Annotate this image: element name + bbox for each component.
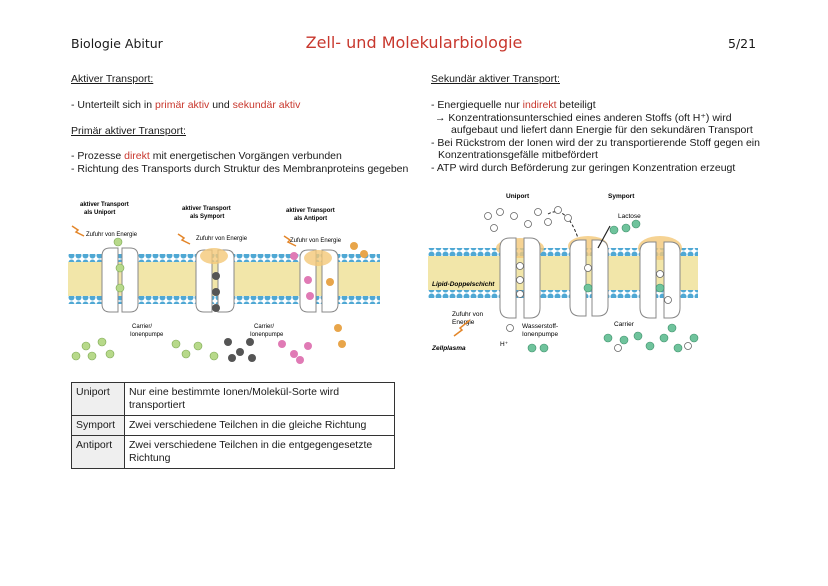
label-pump-b: Ionenpumpe: [522, 331, 559, 338]
label-cytoplasm: Zellplasma: [431, 345, 466, 352]
header-subject: Biologie Abitur: [71, 36, 163, 51]
membrane-top-heads: [428, 248, 698, 256]
label-carrier-2a: Carrier/: [254, 324, 274, 330]
label-symport-1: aktiver Transport: [182, 206, 231, 212]
table-row: Antiport Zwei verschiedene Teilchen in d…: [71, 435, 395, 469]
label-carrier-2b: Ionenpumpe: [250, 332, 284, 338]
energy-arrow-icon: [283, 235, 297, 247]
label-carrier: Carrier: [614, 321, 635, 328]
table-row: Uniport Nur eine bestimmte Ionen/Molekül…: [71, 382, 395, 416]
table-row: Symport Zwei verschiedene Teilchen in di…: [71, 415, 395, 436]
table-value: Zwei verschiedene Teilchen in die gleich…: [124, 415, 395, 436]
right-line-4: - ATP wird durch Beförderung zur geringe…: [431, 162, 736, 174]
highlight: primär aktiv: [155, 99, 210, 111]
symport-arrow-icon: [597, 225, 611, 249]
right-line-3b: Konzentrationsgefälle mitbefördert: [438, 149, 598, 161]
text: mit energetischen Vorgängen verbunden: [149, 150, 342, 162]
carrier-protein-1: [101, 247, 139, 313]
uniport-molecules: [71, 237, 125, 361]
table-key: Uniport: [71, 382, 125, 416]
highlight: direkt: [124, 150, 150, 162]
heading-active-transport: Aktiver Transport:: [71, 73, 154, 85]
label-lactose: Lactose: [618, 213, 641, 220]
right-line-1: - Energiequelle nur indirekt beteiligt: [431, 99, 596, 112]
label-uniport-2: als Uniport: [84, 210, 115, 216]
left-line-3: - Richtung des Transports durch Struktur…: [71, 163, 409, 175]
label-energy-a: Zufuhr von: [452, 311, 483, 318]
highlight: sekundär aktiv: [232, 99, 301, 111]
label-lipid-bilayer: Lipid-Doppelschicht: [432, 281, 495, 288]
hplus-ions: [484, 206, 692, 352]
symport-molecules-a: [171, 339, 219, 361]
heading-primary-active: Primär aktiver Transport:: [71, 125, 186, 137]
left-line-2: - Prozesse direkt mit energetischen Vorg…: [71, 150, 342, 163]
dashed-arrow-icon: [547, 211, 579, 239]
energy-arrow-icon: [453, 319, 471, 337]
page-number: 5/21: [728, 36, 757, 51]
right-line-2: → Konzentrationsunterschied eines andere…: [435, 112, 732, 124]
label-energy-2: Zufuhr von Energie: [196, 236, 248, 242]
antiport-molecules-a: [278, 252, 314, 364]
antiport-molecules-b: [326, 242, 368, 348]
label-energy-1: Zufuhr von Energie: [86, 232, 138, 238]
label-uniport-1: aktiver Transport: [80, 202, 129, 208]
text: beteiligt: [556, 99, 596, 111]
label-symport-2: als Symport: [190, 214, 224, 220]
right-line-2b: aufgebaut und liefert dann Energie für d…: [451, 124, 753, 136]
transport-types-table: Uniport Nur eine bestimmte Ionen/Molekül…: [71, 382, 395, 469]
label-carrier-1a: Carrier/: [132, 324, 152, 330]
label-energy-b: Energie: [452, 319, 475, 326]
energy-arrow-icon: [71, 225, 85, 237]
highlight: indirekt: [522, 99, 557, 111]
figure-primary-transport: aktiver Transport als Uniport aktiver Tr…: [68, 202, 380, 364]
text: - Prozesse: [71, 150, 125, 162]
heading-secondary-active: Sekundär aktiver Transport:: [431, 73, 560, 85]
label-energy-3: Zufuhr von Energie: [290, 238, 342, 244]
pump-protein: [496, 237, 544, 319]
page-title: Zell- und Molekularbiologie: [305, 33, 523, 52]
label-antiport-1: aktiver Transport: [286, 208, 335, 214]
text: - Unterteilt sich in: [71, 99, 156, 111]
label-uniport: Uniport: [506, 193, 530, 200]
lactose-molecules: [527, 219, 699, 353]
label-pump-a: Wasserstoff-: [522, 323, 558, 330]
label-hplus: H⁺: [500, 341, 509, 348]
table-value: Nur eine bestimmte Ionen/Molekül-Sorte w…: [124, 382, 395, 416]
text: und: [209, 99, 233, 111]
right-line-3: - Bei Rückstrom der Ionen wird der zu tr…: [431, 137, 760, 149]
membrane-bottom-heads: [428, 290, 698, 298]
energy-arrow-icon: [177, 233, 191, 245]
figure-secondary-transport: Uniport Symport Lactose Lipid-Doppelschi…: [428, 193, 699, 353]
table-key: Antiport: [71, 435, 125, 469]
label-carrier-1b: Ionenpumpe: [130, 332, 164, 338]
text: - Energiequelle nur: [431, 99, 523, 111]
left-line-1: - Unterteilt sich in primär aktiv und se…: [71, 99, 300, 112]
symport-molecules-b: [212, 272, 256, 362]
label-antiport-2: als Antiport: [294, 216, 327, 222]
carrier-protein-2: [195, 248, 235, 313]
table-key: Symport: [71, 415, 125, 436]
label-symport: Symport: [608, 193, 635, 200]
table-value: Zwei verschiedene Teilchen in die entgeg…: [124, 435, 395, 469]
